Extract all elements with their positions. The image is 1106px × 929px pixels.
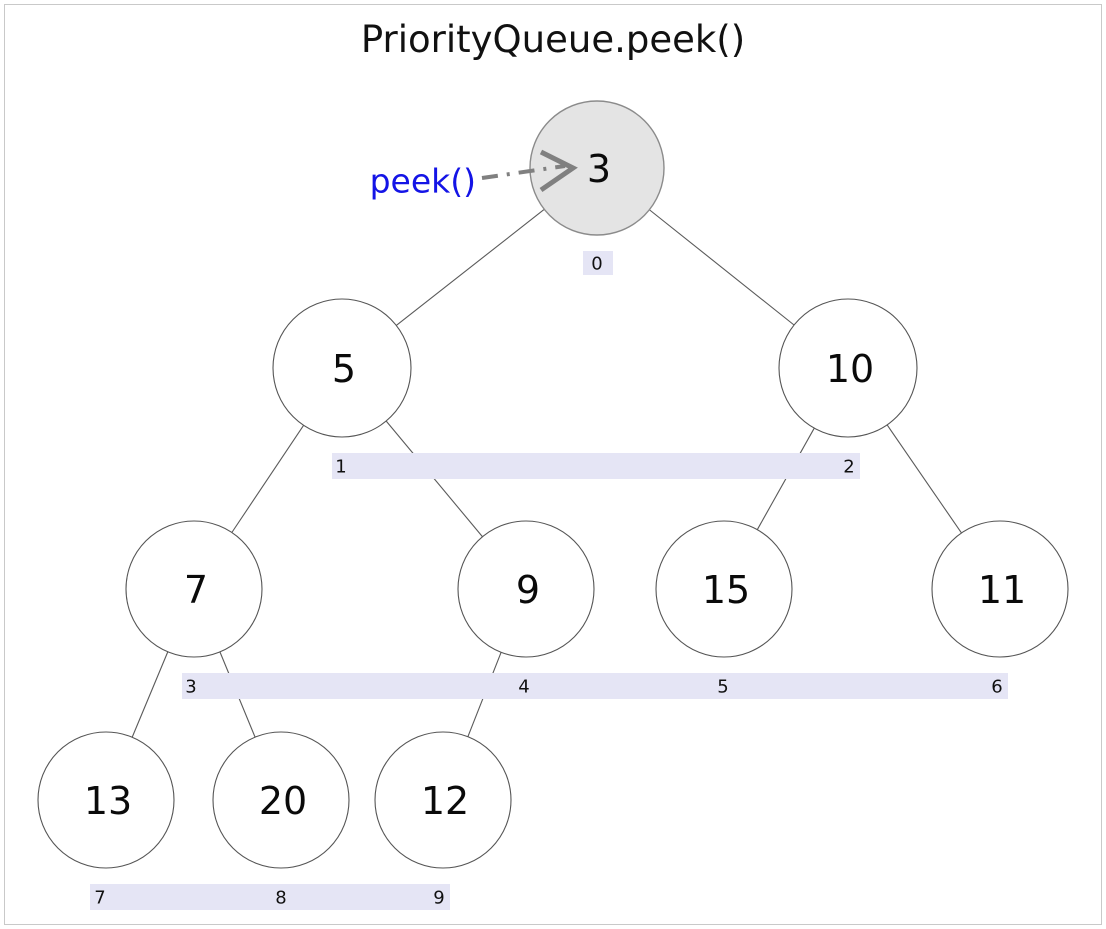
node-circle[interactable]: [212, 731, 350, 869]
node-value-label: 13: [84, 779, 132, 823]
node-circle[interactable]: [374, 731, 512, 869]
tree-edge: [231, 425, 305, 533]
node-value-label: 9: [516, 568, 540, 612]
peek-callout: peek(): [370, 149, 578, 201]
node-index-label: 7: [94, 888, 105, 909]
node-circle-highlighted[interactable]: [529, 100, 665, 236]
node-value-label: 5: [332, 347, 356, 391]
node-index-label: 0: [591, 254, 602, 275]
index-band-row: [332, 453, 860, 479]
node-index-label: 1: [335, 457, 346, 478]
node-value-label: 12: [421, 779, 469, 823]
tree-node[interactable]: 20: [212, 731, 350, 869]
node-index-label: 8: [275, 888, 286, 909]
tree-node[interactable]: 5: [272, 298, 412, 438]
node-circle[interactable]: [457, 520, 595, 658]
tree-edge: [395, 208, 545, 326]
tree-node[interactable]: 9: [457, 520, 595, 658]
index-band-row: [182, 673, 1008, 699]
callout-arrow-line: [481, 164, 566, 180]
tree-node[interactable]: 10: [778, 298, 918, 438]
tree-node[interactable]: 13: [37, 731, 175, 869]
node-index-label: 4: [518, 677, 529, 698]
node-index-label: 6: [991, 677, 1002, 698]
node-value-label: 10: [826, 347, 874, 391]
callout-arrow-head: [539, 149, 578, 193]
tree-edge: [131, 651, 169, 738]
tree-node[interactable]: 11: [931, 520, 1069, 658]
index-band-row: [90, 884, 450, 910]
tree-node[interactable]: 3: [529, 100, 665, 236]
node-circle[interactable]: [778, 298, 918, 438]
callout-label: peek(): [370, 162, 476, 201]
tree-node[interactable]: 7: [125, 520, 263, 658]
node-index-label: 2: [843, 457, 854, 478]
node-index-label: 9: [433, 888, 444, 909]
node-circle[interactable]: [655, 520, 793, 658]
tree-edge: [886, 424, 962, 534]
tree-edges: [131, 208, 962, 738]
node-circle[interactable]: [931, 520, 1069, 658]
node-circle[interactable]: [272, 298, 412, 438]
node-value-label: 7: [184, 568, 208, 612]
page-title: PriorityQueue.peek(): [360, 18, 746, 61]
tree-node[interactable]: 15: [655, 520, 793, 658]
node-value-label: 3: [587, 147, 611, 191]
node-index-label: 5: [717, 677, 728, 698]
node-circle[interactable]: [37, 731, 175, 869]
index-band-row: [583, 251, 613, 275]
tree-node[interactable]: 12: [374, 731, 512, 869]
tree-edge: [649, 209, 795, 326]
node-index-label: 3: [185, 677, 196, 698]
node-value-label: 15: [702, 568, 750, 612]
node-value-label: 20: [259, 779, 307, 823]
node-circle[interactable]: [125, 520, 263, 658]
node-value-label: 11: [978, 568, 1026, 612]
